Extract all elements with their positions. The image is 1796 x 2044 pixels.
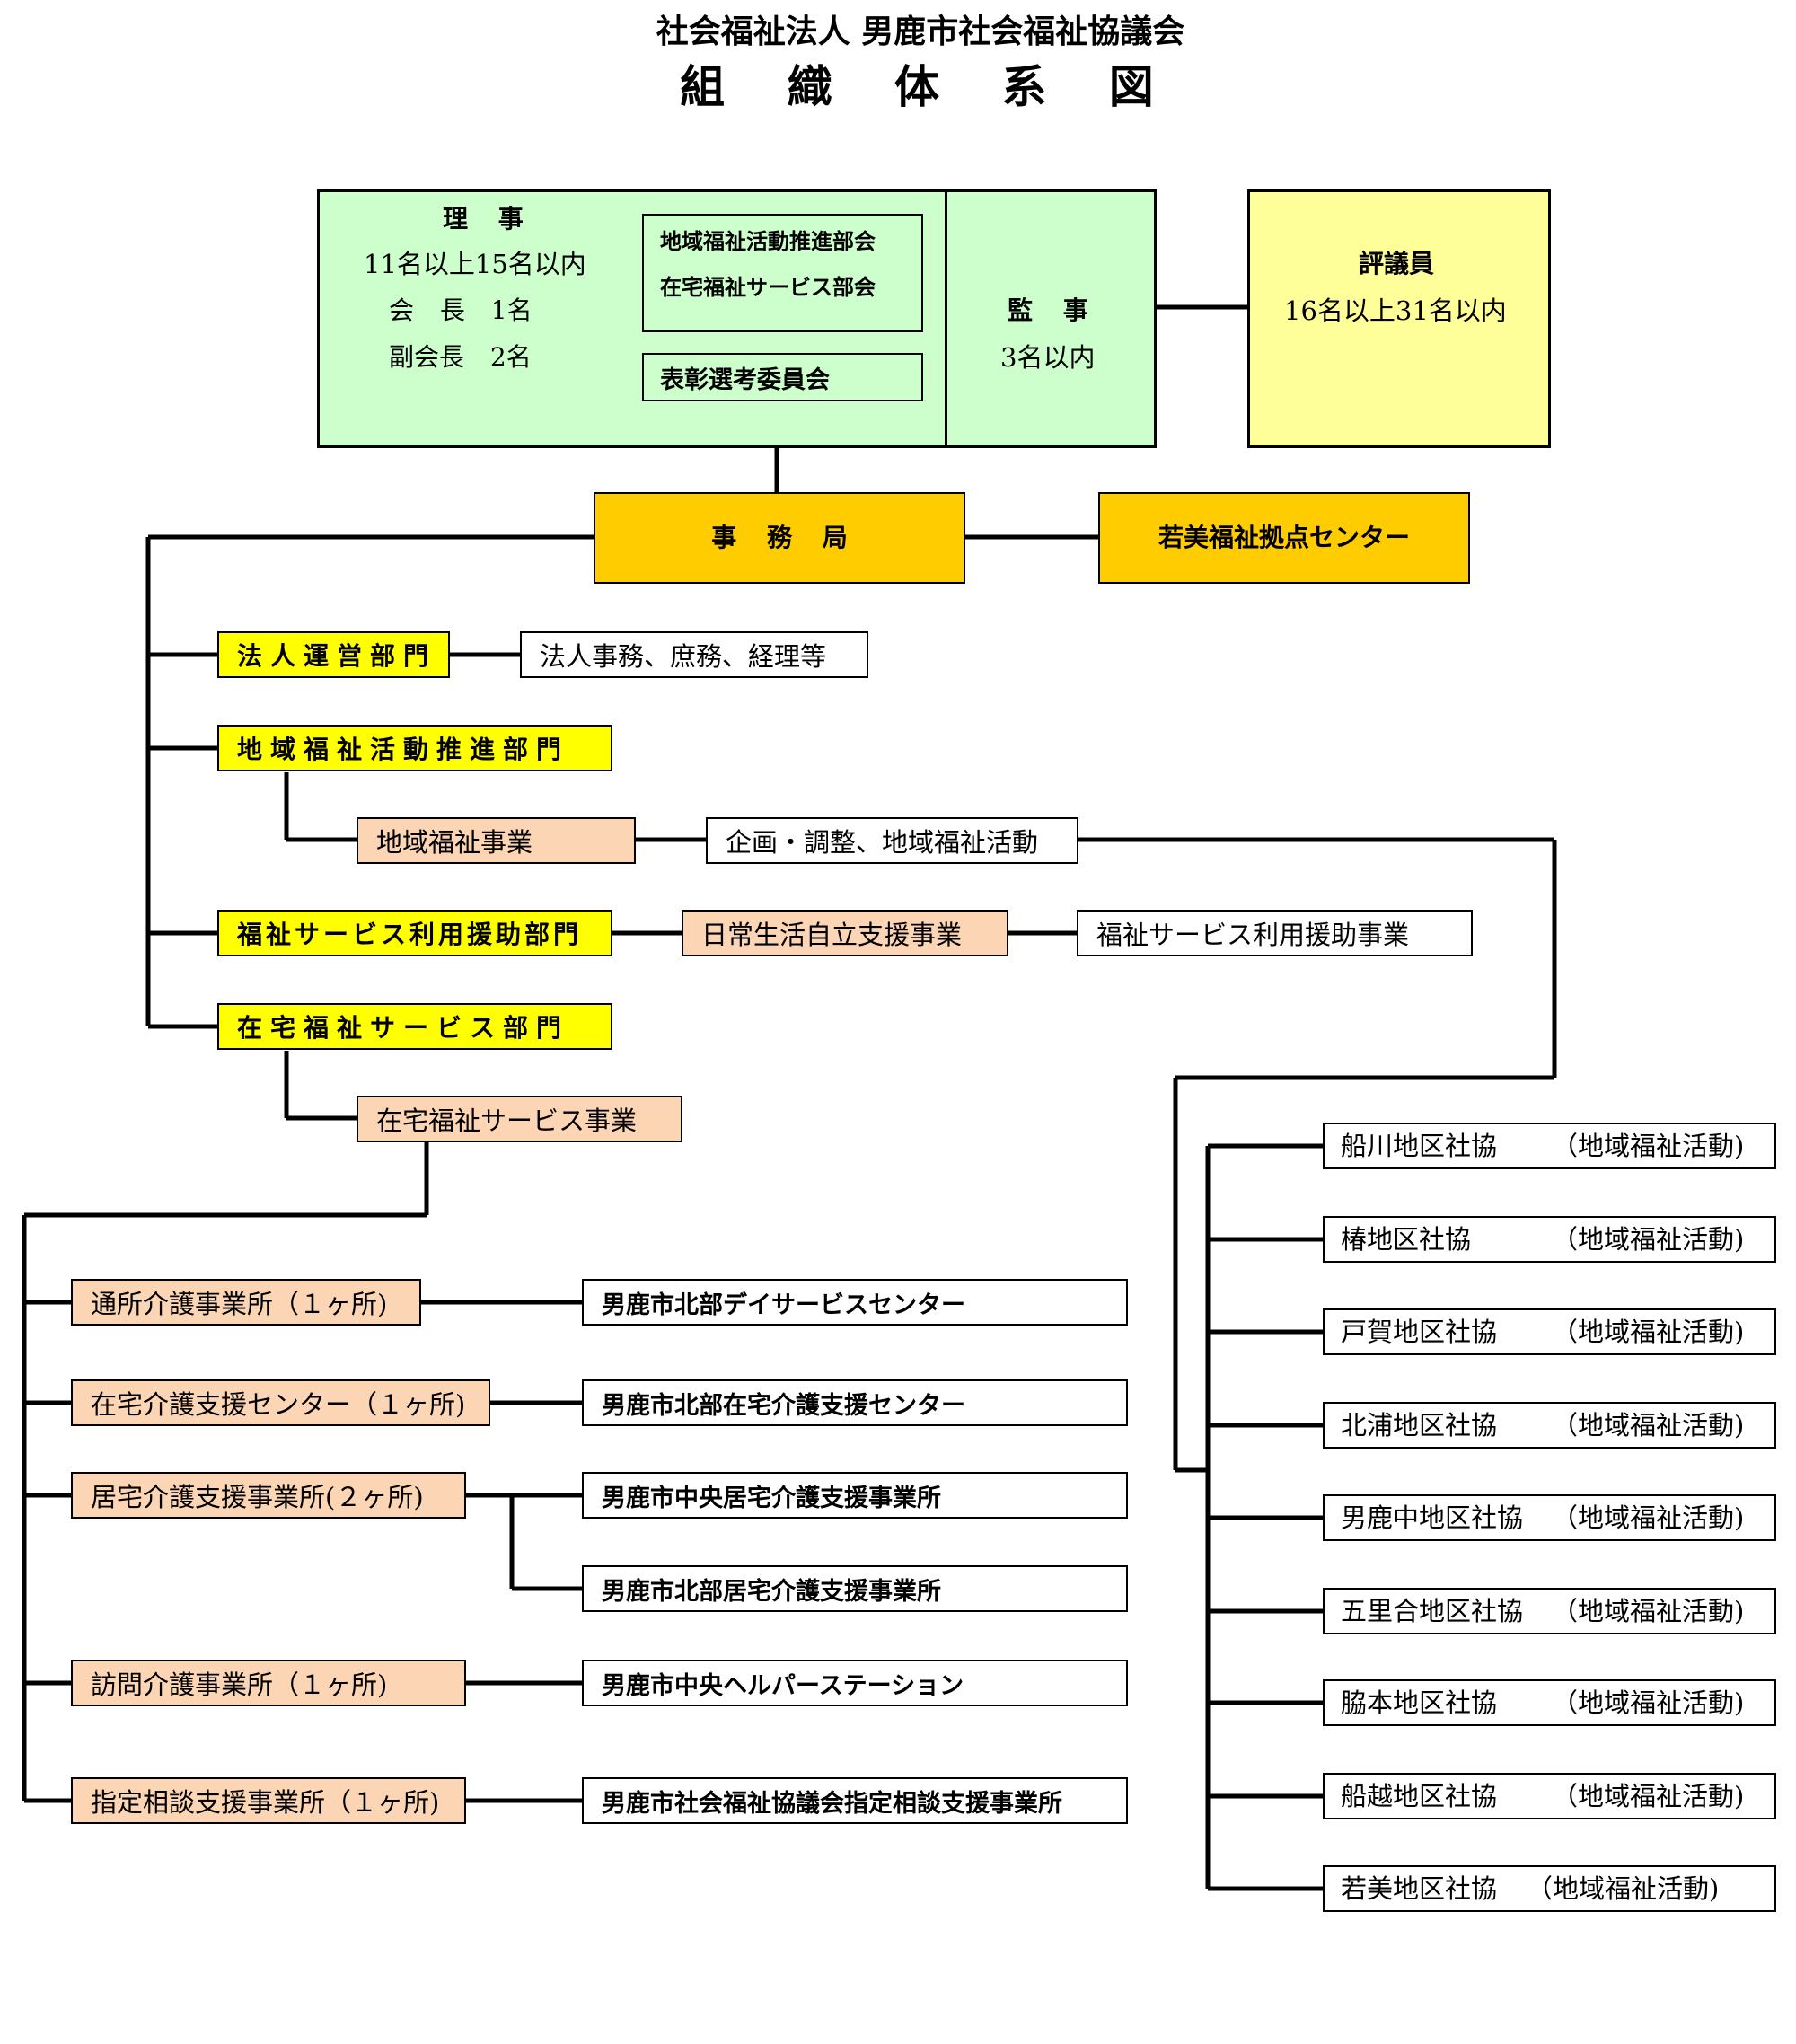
riji-label: 理 事 xyxy=(443,204,524,233)
district-activity: （地域福祉活動) xyxy=(1552,1224,1745,1255)
award-committee-box xyxy=(642,353,923,401)
corporate-work: 法人事務、庶務、経理等 xyxy=(520,631,868,678)
district-name: 北浦地区社協 xyxy=(1341,1410,1498,1440)
councilors-label: 評議員 xyxy=(1359,249,1435,278)
district-name: 椿地区社協 xyxy=(1341,1224,1472,1255)
district-item: 椿地区社協 （地域福祉活動) xyxy=(1323,1216,1776,1263)
district-name: 戸賀地区社協 xyxy=(1341,1317,1498,1347)
chair: 会 長 1名 xyxy=(389,295,533,325)
board-divider xyxy=(945,189,947,448)
daily-life-business: 日常生活自立支援事業 xyxy=(682,910,1008,956)
district-activity: （地域福祉活動) xyxy=(1552,1781,1745,1811)
home-service-facility: 男鹿市北部在宅介護支援センター xyxy=(582,1379,1128,1426)
district-activity: （地域福祉活動) xyxy=(1552,1596,1745,1626)
center-label: 若美福祉拠点センター xyxy=(1158,523,1410,552)
subcommittee-home: 在宅福祉サービス部会 xyxy=(660,275,876,300)
home-service-facility: 男鹿市社会福祉協議会指定相談支援事業所 xyxy=(582,1777,1128,1824)
district-activity: （地域福祉活動) xyxy=(1527,1873,1720,1904)
home-service-facility: 男鹿市北部デイサービスセンター xyxy=(582,1279,1128,1326)
councilors-box xyxy=(1247,189,1551,448)
district-item: 男鹿中地区社協 （地域福祉活動) xyxy=(1323,1494,1776,1541)
district-item: 若美地区社協 （地域福祉活動) xyxy=(1323,1865,1776,1912)
district-activity: （地域福祉活動) xyxy=(1552,1687,1745,1718)
district-name: 脇本地区社協 xyxy=(1341,1687,1498,1718)
home-service-type: 在宅介護支援センター（１ヶ所) xyxy=(71,1379,490,1426)
home-service-facility: 男鹿市中央居宅介護支援事業所 xyxy=(582,1472,1128,1519)
district-item: 戸賀地区社協 （地域福祉活動) xyxy=(1323,1308,1776,1355)
kanji-count: 3名以内 xyxy=(1000,342,1096,373)
councilors-count: 16名以上31名以内 xyxy=(1284,295,1507,326)
page-title: 組 織 体 系 図 xyxy=(680,61,1161,113)
district-activity: （地域福祉活動) xyxy=(1552,1502,1745,1533)
home-service-type: 通所介護事業所（１ヶ所) xyxy=(71,1279,421,1326)
subcommittee-community: 地域福祉活動推進部会 xyxy=(660,229,876,254)
home-service-business: 在宅福祉サービス事業 xyxy=(357,1096,682,1142)
district-name: 五里合地区社協 xyxy=(1341,1596,1524,1626)
secretariat-box: 事 務 局 xyxy=(594,492,965,584)
service-aid-work: 福祉サービス利用援助事業 xyxy=(1077,910,1473,956)
district-name: 男鹿中地区社協 xyxy=(1341,1502,1524,1533)
secretariat-label: 事 務 局 xyxy=(711,523,848,552)
home-service-type: 居宅介護支援事業所(２ヶ所) xyxy=(71,1472,466,1519)
district-activity: （地域福祉活動) xyxy=(1552,1131,1745,1161)
district-item: 船越地区社協 （地域福祉活動) xyxy=(1323,1773,1776,1819)
center-box: 若美福祉拠点センター xyxy=(1098,492,1470,584)
district-name: 船越地区社協 xyxy=(1341,1781,1498,1811)
riji-count: 11名以上15名以内 xyxy=(364,249,586,279)
org-name: 社会福祉法人 男鹿市社会福祉協議会 xyxy=(656,13,1185,50)
home-service-type: 訪問介護事業所（１ヶ所) xyxy=(71,1660,466,1706)
district-name: 若美地区社協 xyxy=(1341,1873,1498,1904)
district-item: 五里合地区社協 （地域福祉活動) xyxy=(1323,1588,1776,1634)
award-committee: 表彰選考委員会 xyxy=(660,366,830,394)
district-item: 脇本地区社協 （地域福祉活動) xyxy=(1323,1679,1776,1726)
subcommittee-box xyxy=(642,214,923,332)
district-item: 北浦地区社協 （地域福祉活動) xyxy=(1323,1402,1776,1449)
home-service-facility: 男鹿市北部居宅介護支援事業所 xyxy=(582,1565,1128,1612)
district-item: 船川地区社協 （地域福祉活動) xyxy=(1323,1123,1776,1169)
dept-community: 地域福祉活動推進部門 xyxy=(217,725,612,771)
home-service-facility: 男鹿市中央ヘルパーステーション xyxy=(582,1660,1128,1706)
dept-home: 在宅福祉サービス部門 xyxy=(217,1003,612,1050)
vice-chair: 副会長 2名 xyxy=(389,342,532,372)
dept-corporate: 法人運営部門 xyxy=(217,631,450,678)
district-activity: （地域福祉活動) xyxy=(1552,1317,1745,1347)
home-service-type: 指定相談支援事業所（１ヶ所) xyxy=(71,1777,466,1824)
community-business: 地域福祉事業 xyxy=(357,817,636,864)
kanji-label: 監 事 xyxy=(1008,295,1088,325)
community-work: 企画・調整、地域福祉活動 xyxy=(706,817,1078,864)
district-name: 船川地区社協 xyxy=(1341,1131,1498,1161)
dept-service-aid: 福祉サービス利用援助部門 xyxy=(217,910,612,956)
district-activity: （地域福祉活動) xyxy=(1552,1410,1745,1440)
